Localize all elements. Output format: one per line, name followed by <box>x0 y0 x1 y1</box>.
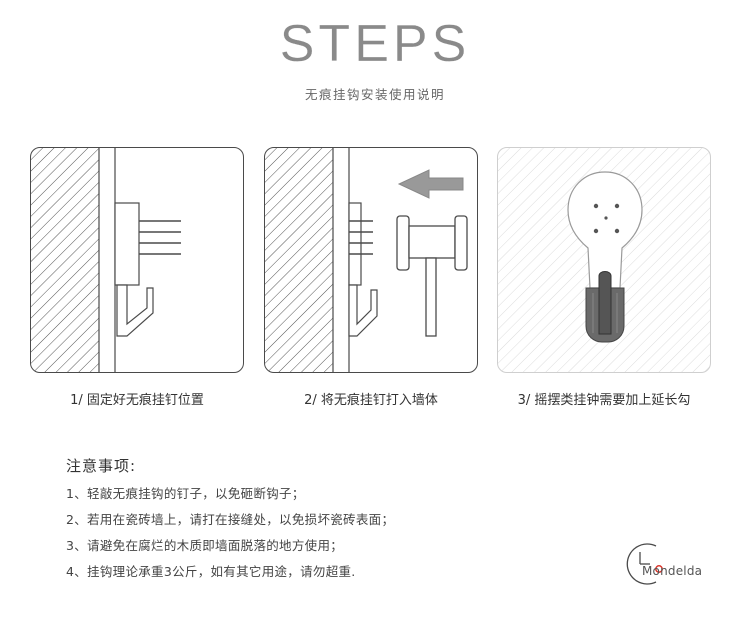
hook-plate <box>114 202 140 286</box>
page-subtitle: 无痕挂钩安装使用说明 <box>304 87 445 102</box>
wall-with-hook-illustration <box>31 148 181 372</box>
step-2-caption: 2/ 将无痕挂钉打入墙体 <box>304 393 438 408</box>
hammer-handle <box>425 257 437 337</box>
nail-holes <box>593 203 620 234</box>
step-2-illustration <box>264 147 478 373</box>
hammer-illustration <box>265 148 468 372</box>
hammer-head <box>408 225 456 259</box>
notes-list: 1、轻敲无痕挂钩的钉子，以免砸断钩子； 2、若用在瓷砖墙上，请打在接缝处，以免损… <box>66 486 394 590</box>
wall-section <box>31 148 99 372</box>
page-title: STEPS <box>279 15 471 73</box>
hammer-head-right <box>454 215 468 271</box>
extension-hook-center <box>598 271 612 335</box>
notes-title: 注意事项: <box>66 457 137 475</box>
step-3-caption: 3/ 摇摆类挂钟需要加上延长勾 <box>517 393 691 408</box>
step-1-caption: 1/ 固定好无痕挂钉位置 <box>70 393 204 408</box>
note-item: 4、挂钩理论承重3公斤，如有其它用途，请勿超重. <box>66 564 356 579</box>
hook-shape <box>116 284 154 337</box>
brand-logo-icon <box>626 543 663 585</box>
extension-hook-illustration <box>498 148 710 372</box>
hook-nails <box>139 220 181 255</box>
hook-plate <box>348 202 362 286</box>
hammer-head-left <box>396 215 410 271</box>
arrow-left-icon <box>397 169 464 199</box>
note-item: 2、若用在瓷砖墙上，请打在接缝处，以免损坏瓷砖表面； <box>66 512 395 527</box>
note-item: 3、请避免在腐烂的木质即墙面脱落的地方使用； <box>66 538 344 553</box>
wall-section <box>265 148 333 372</box>
logo-accent-dot <box>655 565 663 573</box>
step-1-illustration <box>30 147 244 373</box>
step-3-illustration <box>497 147 711 373</box>
brand-name: Mondelda <box>642 564 703 578</box>
hook-shape <box>348 284 378 337</box>
hook-nails <box>349 220 373 255</box>
note-item: 1、轻敲无痕挂钩的钉子，以免砸断钩子； <box>66 486 305 501</box>
